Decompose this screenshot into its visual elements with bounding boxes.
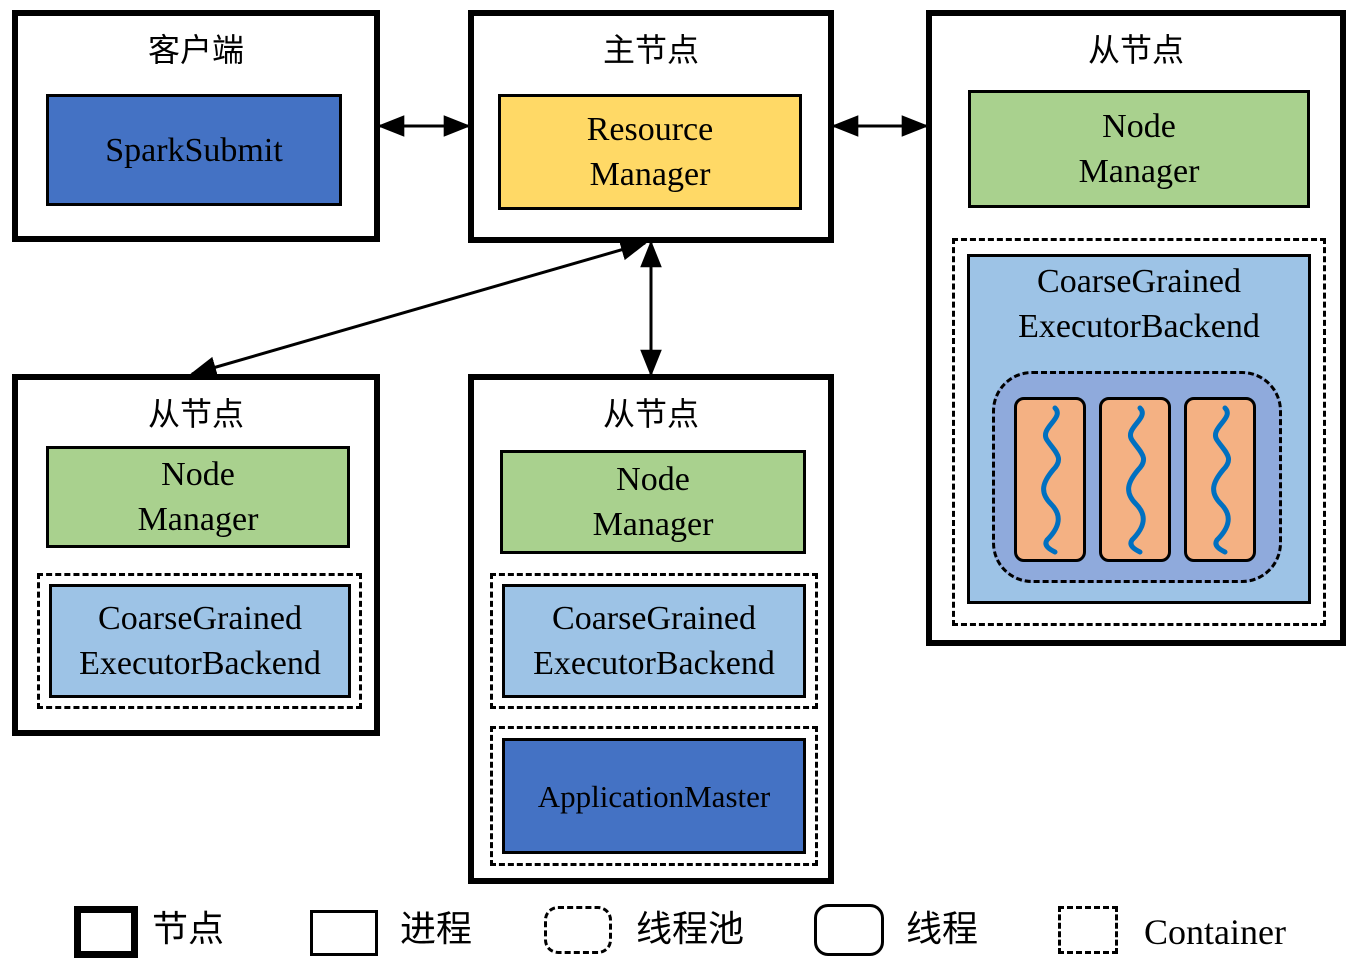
thread-pool-swatch-icon	[544, 906, 612, 954]
resource-manager-process: Resource Manager	[498, 94, 802, 210]
node-title: 客户端	[147, 31, 244, 69]
slave-node-right: 从节点 Node Manager CoarseGrained ExecutorB…	[926, 10, 1346, 646]
legend-label: 线程	[906, 909, 979, 950]
container: ApplicationMaster	[490, 726, 818, 866]
slave-node-middle: 从节点 Node Manager CoarseGrained ExecutorB…	[468, 374, 834, 884]
node-title: 从节点	[602, 395, 699, 433]
node-title: 从节点	[147, 395, 244, 433]
application-master-process: ApplicationMaster	[502, 738, 806, 854]
process-label-line1: Node	[1102, 108, 1176, 145]
node-manager-process: Node Manager	[46, 446, 350, 548]
process-label-line2: ExecutorBackend	[533, 645, 775, 682]
legend-container: Container	[1058, 900, 1348, 960]
slave-node-left: 从节点 Node Manager CoarseGrained ExecutorB…	[12, 374, 380, 736]
legend-thread: 线程	[814, 900, 1014, 960]
process-label-line2: Manager	[589, 156, 711, 193]
process-label-line1: Resource	[586, 111, 714, 148]
process-label-line1: CoarseGrained	[552, 600, 756, 637]
process-label-line1: CoarseGrained	[98, 600, 302, 637]
master-node: 主节点 Resource Manager	[468, 10, 834, 243]
node-manager-process: Node Manager	[968, 90, 1310, 208]
process-label-line1: Node	[161, 456, 235, 493]
process-label-line1: Node	[616, 461, 690, 498]
executor-backend-process: CoarseGrained ExecutorBackend	[502, 584, 806, 698]
thread-squiggle-icon	[1041, 405, 1061, 555]
process-label: SparkSubmit	[105, 131, 283, 169]
container: CoarseGrained ExecutorBackend	[37, 573, 362, 709]
process-label-line2: ExecutorBackend	[1018, 308, 1260, 345]
process-label-line2: Manager	[1078, 153, 1200, 190]
legend-process: 进程	[310, 900, 510, 960]
thread-squiggle-icon	[1126, 405, 1146, 555]
legend-label: 进程	[400, 909, 473, 950]
process-swatch-icon	[310, 910, 378, 956]
process-label-line2: ExecutorBackend	[79, 645, 321, 682]
legend-thread-pool: 线程池	[544, 900, 784, 960]
node-manager-process: Node Manager	[500, 450, 806, 554]
spark-submit-process: SparkSubmit	[46, 94, 342, 206]
thread	[1184, 397, 1256, 562]
thread	[1099, 397, 1171, 562]
executor-backend-process: CoarseGrained ExecutorBackend	[49, 584, 351, 698]
process-label-line1: CoarseGrained	[1037, 263, 1241, 300]
executor-backend-process: CoarseGrained ExecutorBackend	[967, 254, 1311, 604]
process-label-line2: Manager	[592, 506, 714, 543]
node-title: 主节点	[602, 31, 699, 69]
node-swatch-icon	[74, 906, 138, 958]
legend-node: 节点	[74, 900, 274, 960]
thread	[1014, 397, 1086, 562]
process-label-line2: Manager	[137, 501, 259, 538]
container-swatch-icon	[1058, 906, 1118, 954]
node-title: 从节点	[1087, 31, 1184, 69]
thread-squiggle-icon	[1211, 405, 1231, 555]
arrow-master-slave-left	[189, 239, 648, 378]
legend-label: Container	[1144, 912, 1286, 952]
thread-pool	[992, 371, 1282, 583]
thread-swatch-icon	[814, 904, 884, 956]
legend-label: 节点	[152, 909, 225, 950]
legend-label: 线程池	[636, 909, 745, 950]
container: CoarseGrained ExecutorBackend	[952, 238, 1326, 626]
process-label: ApplicationMaster	[537, 778, 771, 814]
container: CoarseGrained ExecutorBackend	[490, 573, 818, 709]
client-node: 客户端 SparkSubmit	[12, 10, 380, 242]
